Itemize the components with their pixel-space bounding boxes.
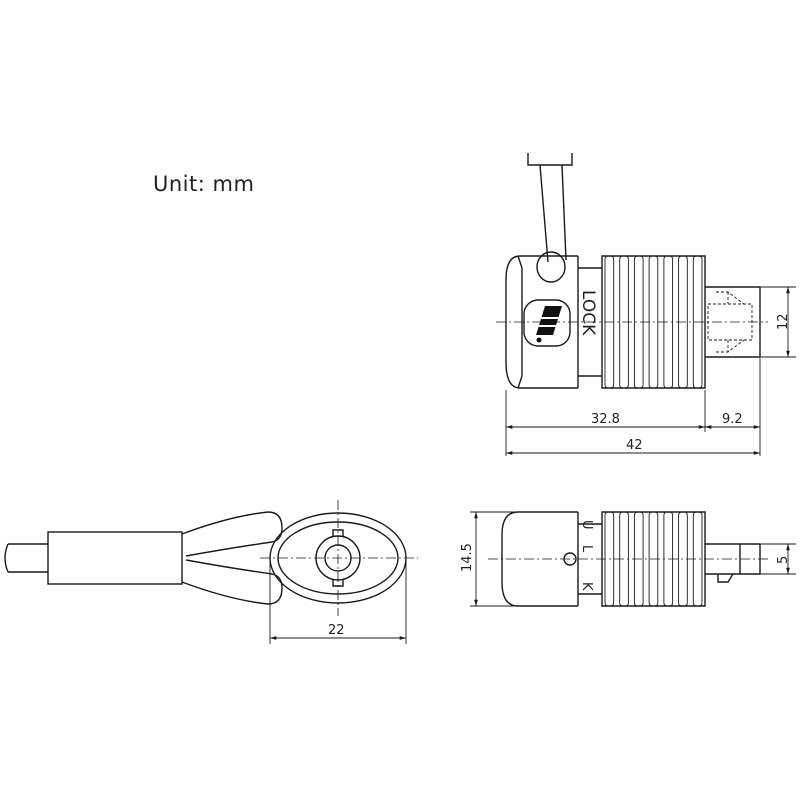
- dim-body-height: 14.5: [460, 543, 475, 572]
- cable-end-view: 22: [4, 500, 418, 644]
- dim-tip-height-side: 5: [776, 556, 791, 564]
- brand-logo: [536, 306, 562, 335]
- cable-top: [527, 153, 573, 166]
- lock-text: LOCK: [578, 290, 598, 336]
- dim-tip-length: 9.2: [722, 412, 743, 427]
- tip-hidden-detail: [707, 291, 753, 353]
- dim-tip-height: 12: [776, 313, 791, 330]
- lock-letter-l: L: [579, 545, 594, 553]
- top-view-lock: LOCK 12 32.8 9.2 42: [496, 153, 796, 456]
- lock-tip: [705, 286, 761, 358]
- brand-window: [523, 299, 571, 347]
- lock-letter-u: U: [579, 520, 594, 530]
- dim-head-width: 22: [328, 623, 345, 638]
- lock-head: [505, 255, 578, 389]
- cable: [4, 543, 48, 573]
- unit-label: Unit: mm: [153, 172, 255, 196]
- dim-body-length: 32.8: [591, 412, 620, 427]
- side-head: [501, 511, 578, 607]
- cable-loop: [181, 511, 283, 557]
- dim-total-length: 42: [626, 438, 643, 453]
- lock-letter-k: K: [579, 582, 594, 591]
- side-view-lock: U L K 14.5 5: [460, 511, 796, 607]
